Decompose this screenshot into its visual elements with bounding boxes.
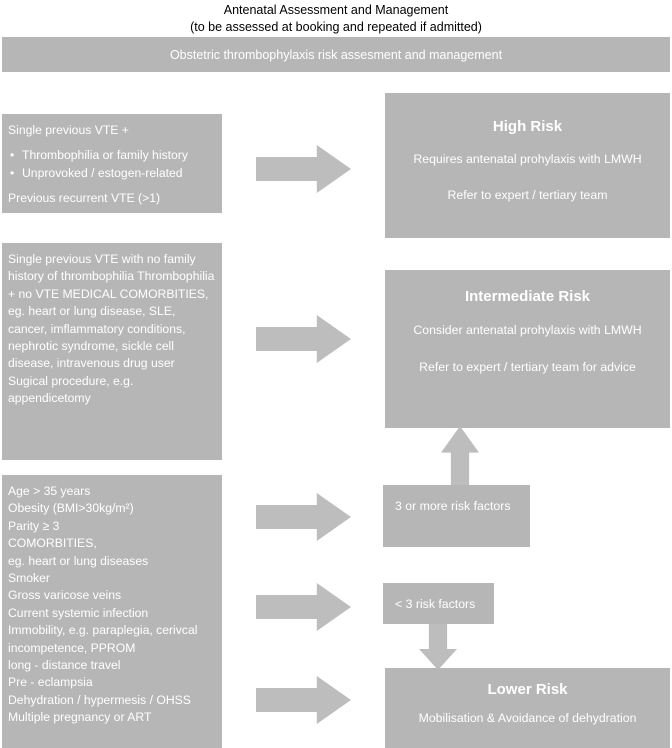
high-risk-factors-bullet-list: Thrombophilia or family history Unprovok… [8,147,216,182]
intermediate-risk-result-box: Intermediate Risk Consider antenatal pro… [385,270,670,428]
list-item: Pre - eclampsia [8,675,93,690]
list-item: Immobility, e.g. paraplegia, cerivcal [8,623,198,638]
list-item: Multiple pregnancy or ART [8,710,152,725]
high-risk-line-1: Requires antenatal prohylaxis with LMWH [413,152,642,166]
page-title: Antenatal Assessment and Management (to … [0,2,672,36]
arrow-right-icon-less-than-three [256,583,351,631]
arrow-up-icon-to-intermediate-risk [441,426,479,488]
lower-risk-title: Lower Risk [487,681,568,698]
intermediate-risk-line-2: Refer to expert / tertiary team for advi… [419,360,636,374]
high-risk-title: High Risk [492,118,563,135]
list-item: Smoker [8,571,50,586]
arrow-right-icon-lower-risk [256,676,351,724]
high-risk-line-2: Refer to expert / tertiary team [447,188,608,202]
arrow-down-icon-to-lower-risk [419,620,457,670]
list-item: Unprovoked / estogen-related [8,165,216,183]
lower-risk-result-box: Lower Risk Mobilisation & Avoidance of d… [385,668,670,748]
arrow-right-icon-high-risk [256,145,351,193]
header-banner-label: Obstetric thrombophylaxis risk assesment… [169,47,503,62]
list-item: long - distance travel [8,658,121,673]
lower-risk-line-1: Mobilisation & Avoidance of dehydration [418,711,637,725]
high-risk-factors-box: Single previous VTE + Thrombophilia or f… [2,114,222,213]
intermediate-risk-factors-text: Single previous VTE with no family histo… [8,252,215,406]
arrow-right-icon-three-or-more [256,493,351,541]
list-item: Dehydration / hypermesis / OHSS [8,692,191,707]
list-item: Thrombophilia or family history [8,147,216,165]
decision-label-three-or-more: 3 or more risk factors [395,499,511,513]
list-item: Obesity (BMI>30kg/m²) [8,501,134,516]
page-title-line-2: (to be assessed at booking and repeated … [190,20,482,34]
intermediate-risk-factors-box: Single previous VTE with no family histo… [2,243,222,460]
list-item: Current systemic infection [8,605,149,620]
arrow-right-icon-intermediate-risk [256,315,351,363]
list-item: incompetence, PPROM [8,640,136,655]
list-item: Gross varicose veins [8,588,122,603]
list-item: COMORBITIES, [8,536,97,551]
list-item: Parity ≥ 3 [8,518,60,533]
page-title-line-1: Antenatal Assessment and Management [223,3,449,17]
high-risk-factors-lead: Single previous VTE + [8,123,129,137]
decision-label-less-than-three: < 3 risk factors [395,597,476,611]
decision-box-three-or-more: 3 or more risk factors [383,485,530,547]
header-banner: Obstetric thrombophylaxis risk assesment… [2,37,670,72]
intermediate-risk-line-1: Consider antenatal prohylaxis with LMWH [413,323,642,337]
list-item: Age > 35 years [8,484,91,498]
high-risk-result-box: High Risk Requires antenatal prohylaxis … [385,93,670,238]
lower-risk-factors-box: Age > 35 years Obesity (BMI>30kg/m²) Par… [2,475,222,748]
high-risk-factors-trailer: Previous recurrent VTE (>1) [8,191,161,206]
decision-box-less-than-three: < 3 risk factors [383,583,494,624]
intermediate-risk-title: Intermediate Risk [464,288,591,305]
list-item: eg. heart or lung diseases [8,553,149,568]
